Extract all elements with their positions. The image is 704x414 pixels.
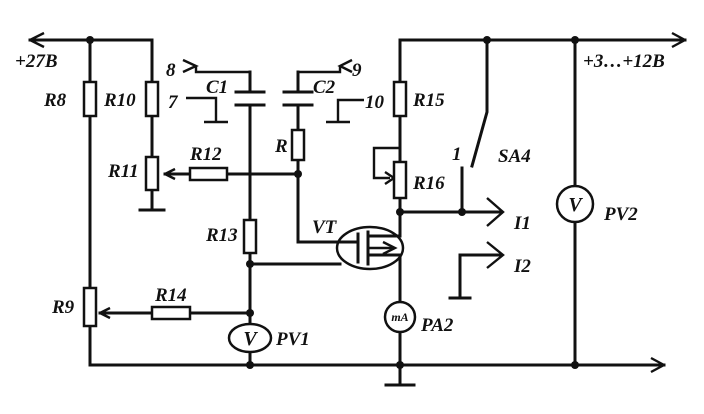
pv1-symbol: V	[243, 328, 258, 350]
resistor-r10	[144, 80, 160, 118]
wires	[28, 31, 687, 387]
r14-label: R14	[154, 285, 187, 306]
resistor-r12	[188, 166, 229, 182]
pa2-label: PA2	[420, 315, 454, 336]
switch-pin-label: 1	[452, 144, 462, 165]
r15-label: R15	[412, 90, 445, 111]
ammeter-pa2: mA	[383, 300, 417, 334]
resistor-r11	[144, 155, 160, 192]
pv2-label: PV2	[603, 204, 638, 225]
switch-sa4-label: SA4	[498, 146, 531, 167]
terminal-i1-label: I1	[513, 213, 531, 234]
resistor-r13	[242, 218, 258, 255]
r-label: R	[274, 136, 288, 157]
pv1-label: PV1	[275, 329, 310, 350]
junction-dots	[86, 36, 579, 369]
r13-label: R13	[205, 225, 238, 246]
terminal-7-label: 7	[168, 92, 179, 113]
r16-label: R16	[412, 173, 445, 194]
resistor-r	[290, 128, 306, 162]
transistor-vt	[335, 225, 405, 271]
r8-label: R8	[43, 90, 67, 111]
c1-label: C1	[206, 77, 228, 98]
pv2-symbol: V	[568, 194, 583, 216]
capacitor-c2	[282, 90, 314, 107]
c2-label: C2	[313, 77, 336, 98]
voltmeter-pv2: V	[555, 184, 595, 224]
capacitor-c1	[234, 90, 266, 107]
r9-label: R9	[51, 297, 75, 318]
r10-label: R10	[103, 90, 136, 111]
r12-label: R12	[189, 144, 222, 165]
supply-left-label: +27B	[15, 51, 58, 72]
resistor-r14	[150, 305, 192, 321]
voltmeter-pv1: V	[227, 322, 273, 354]
resistor-r9	[82, 286, 98, 328]
transistor-vt-label: VT	[312, 217, 338, 238]
terminal-9-label: 9	[352, 60, 362, 81]
supply-right-label: +3…+12B	[583, 51, 665, 72]
r11-label: R11	[107, 161, 139, 182]
resistor-r15	[392, 80, 408, 118]
resistor-r16	[372, 146, 408, 200]
terminal-10-label: 10	[365, 92, 385, 113]
terminal-8-label: 8	[166, 60, 176, 81]
pa2-symbol: mA	[391, 310, 408, 324]
resistor-r8	[82, 80, 98, 118]
terminal-i2-label: I2	[513, 256, 531, 277]
